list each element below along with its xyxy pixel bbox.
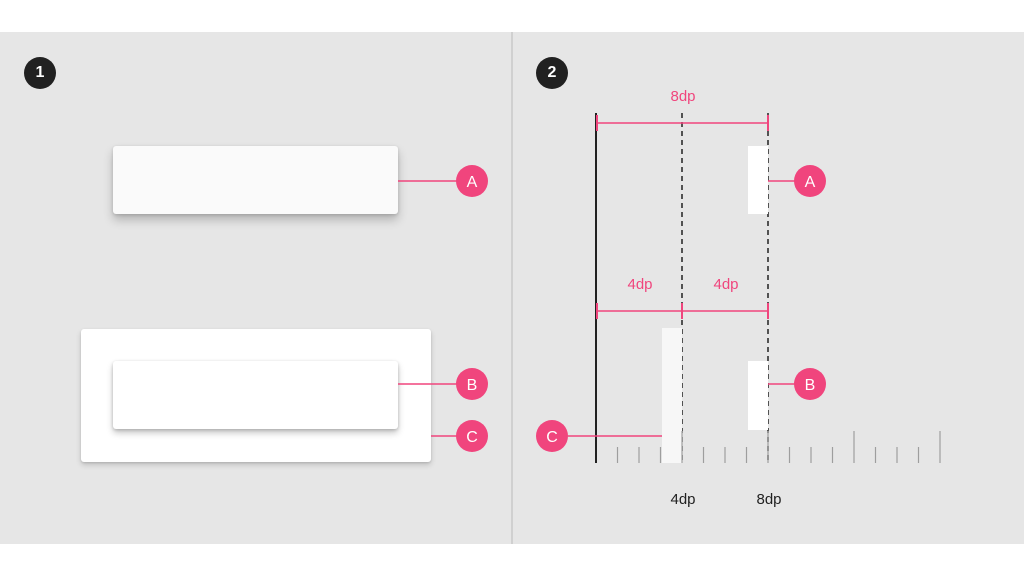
callout-a-label: A: [467, 174, 478, 191]
side-callout-a: A: [794, 165, 826, 197]
side-callout-a-label: A: [805, 174, 816, 191]
side-view-b: [748, 361, 768, 430]
callout-c-label: C: [466, 429, 478, 446]
axis-label-4dp: 4dp: [670, 491, 695, 508]
callout-a: A: [456, 165, 488, 197]
side-callout-b: B: [794, 368, 826, 400]
card-a-surface: [113, 146, 398, 214]
axis-label-8dp: 8dp: [756, 491, 781, 508]
dimension-left-4dp-label: 4dp: [627, 276, 652, 293]
step-badge-1: 1: [24, 57, 56, 89]
dimension-4dp-pair: [596, 303, 769, 319]
dimension-right-4dp-label: 4dp: [713, 276, 738, 293]
ruler-ticks: [616, 431, 941, 463]
side-callout-c-label: C: [546, 429, 558, 446]
side-callout-b-label: B: [805, 377, 816, 394]
side-view-a: [748, 146, 768, 214]
side-callout-c: C: [536, 420, 568, 452]
side-view-c: [662, 328, 682, 463]
step-badge-2: 2: [536, 57, 568, 89]
dimension-8dp: [596, 115, 769, 131]
dimension-8dp-label: 8dp: [670, 88, 695, 105]
callout-c: C: [456, 420, 488, 452]
callout-b: B: [456, 368, 488, 400]
callout-b-label: B: [467, 377, 478, 394]
card-b-surface: [113, 361, 398, 429]
panel-divider: [511, 32, 513, 544]
